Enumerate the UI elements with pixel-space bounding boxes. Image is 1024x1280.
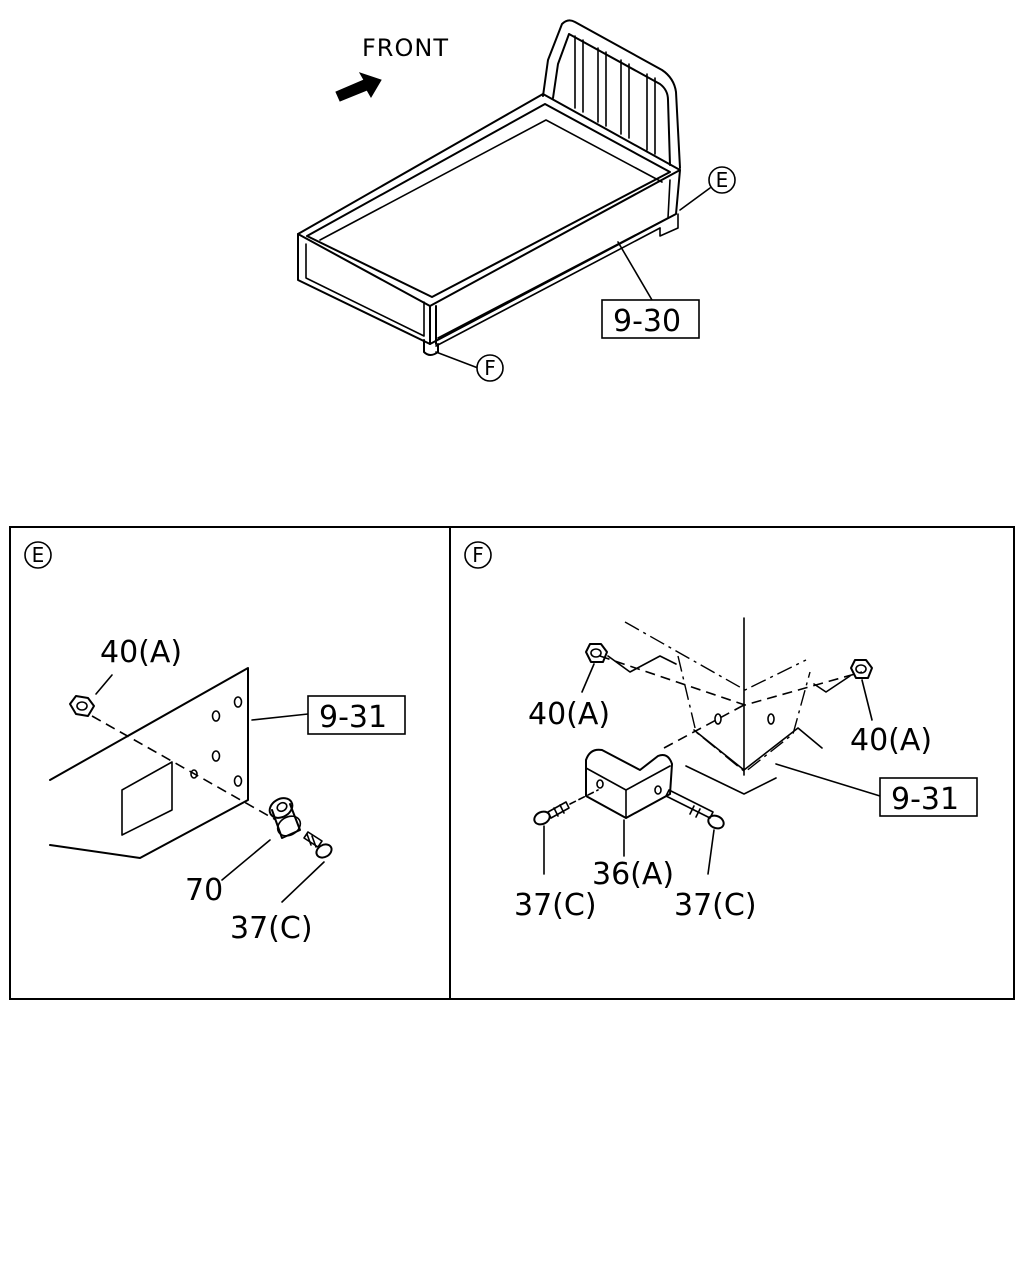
- bed-body: [297, 93, 681, 356]
- leader-9-30: [617, 241, 653, 301]
- nut-40a-icon[interactable]: [69, 695, 95, 717]
- frame-hole: [767, 713, 775, 725]
- label-nut-40a-left: 40(A): [528, 697, 610, 732]
- panel-e-title: E: [32, 543, 45, 567]
- label-nut-40a-right: 40(A): [850, 723, 932, 758]
- mounting-plate: [49, 667, 249, 859]
- plate-hole: [211, 710, 221, 722]
- leader-callout-e: [679, 187, 711, 211]
- label-bolt-37c-left: 37(C): [514, 888, 597, 923]
- nut-40a-left-icon[interactable]: [585, 643, 608, 663]
- frame-hole: [714, 713, 722, 725]
- plate-cutout: [121, 761, 173, 836]
- bolt-37c-left-icon[interactable]: [532, 789, 599, 827]
- frame-underside: [685, 765, 777, 795]
- leader-nut-40a-right: [861, 679, 873, 721]
- headboard: [542, 19, 681, 169]
- frame-underside: [693, 727, 823, 771]
- ref-box-9-31-e[interactable]: [307, 695, 406, 735]
- label-spacer-70: 70: [185, 873, 223, 908]
- panel-e-title-circle: [24, 541, 52, 569]
- frame-outline: [677, 655, 811, 773]
- leader-callout-f: [435, 351, 479, 369]
- callout-f-letter: F: [484, 356, 496, 380]
- leader-spacer-70: [221, 839, 271, 881]
- plate-hole: [211, 750, 221, 762]
- ref-label-9-30: 9-30: [613, 304, 681, 339]
- leader-bolt-37c: [281, 861, 325, 903]
- assembly-axis: [599, 655, 863, 706]
- leader-ref-9-31-e: [251, 713, 309, 721]
- frame-outline: [624, 621, 807, 691]
- label-nut-40a: 40(A): [100, 635, 182, 670]
- callout-e-circle[interactable]: [708, 166, 736, 194]
- nut-40a-right-icon[interactable]: [850, 659, 873, 679]
- leader-nut-40a: [95, 674, 113, 695]
- leader-bolt-37c-right: [707, 829, 715, 875]
- nut-left-path: [607, 655, 677, 673]
- callout-f-circle[interactable]: [476, 354, 504, 382]
- detail-panel-f-frame: [449, 526, 1015, 1000]
- ref-label-9-31-f: 9-31: [891, 782, 959, 817]
- front-label: FRONT: [362, 34, 449, 62]
- detail-panel-f: F 40(A) 40(A): [464, 541, 978, 923]
- leader-nut-40a-left: [581, 663, 595, 693]
- label-bolt-37c-right: 37(C): [674, 888, 757, 923]
- label-bolt-37c: 37(C): [230, 911, 313, 946]
- leader-ref-9-31-f: [775, 763, 881, 797]
- assembly-axis: [91, 715, 277, 821]
- plate-hole: [233, 775, 243, 787]
- plate-hole: [190, 769, 198, 779]
- ref-box-9-30[interactable]: [601, 299, 700, 339]
- panel-f-title: F: [472, 543, 484, 567]
- truck-bed-overview: FRONT: [297, 19, 736, 382]
- label-bracket-36a: 36(A): [592, 857, 674, 892]
- detail-panel-e: E 40(A) 70: [24, 541, 406, 946]
- plate-hole: [233, 696, 243, 708]
- bolt-37c-right-icon[interactable]: [665, 789, 726, 831]
- ref-box-9-31-f[interactable]: [879, 777, 978, 817]
- panel-f-title-circle: [464, 541, 492, 569]
- nut-right-path: [813, 675, 851, 693]
- ref-label-9-31-e: 9-31: [319, 700, 387, 735]
- spacer-70-icon[interactable]: [266, 794, 304, 840]
- assembly-axis: [663, 704, 745, 749]
- bolt-37c-icon[interactable]: [303, 831, 334, 860]
- callout-e-letter: E: [716, 168, 729, 192]
- bracket-36a-icon[interactable]: [585, 748, 673, 819]
- front-arrow-icon: [335, 72, 382, 102]
